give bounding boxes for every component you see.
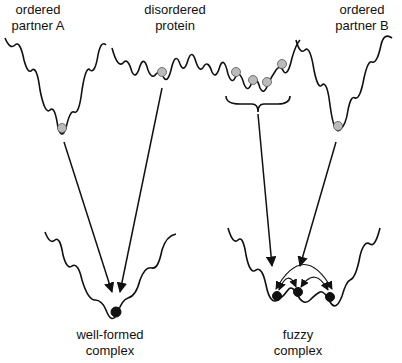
landscape-b [296,36,392,131]
landscape-well-formed [45,232,176,319]
state-dot [278,60,287,69]
landscape-label: disordered protein [133,2,217,34]
landscape-fuzzy [228,228,380,306]
hop-arrow [301,277,328,290]
state-dot [263,78,272,87]
complex-dot [326,293,335,302]
arrow [120,88,162,292]
state-dot [249,76,258,85]
landscape-label: ordered partner B [326,2,398,34]
state-dot [334,122,343,131]
landscape-label: well-formed complex [55,327,165,359]
complex-dot [273,292,282,301]
complex-dot [111,307,121,317]
state-dot [232,68,241,77]
arrow [64,142,112,292]
landscape-label: ordered partner A [2,2,74,34]
state-dot [58,124,67,133]
complex-dot [294,288,303,297]
hop-arrow [276,265,332,290]
bracket [226,96,290,112]
arrow [300,142,336,266]
landscape-label: fuzzy complex [258,327,338,359]
landscape-a [5,38,106,134]
arrow [258,114,272,266]
state-dot [158,68,167,77]
landscape-disordered [112,40,300,91]
